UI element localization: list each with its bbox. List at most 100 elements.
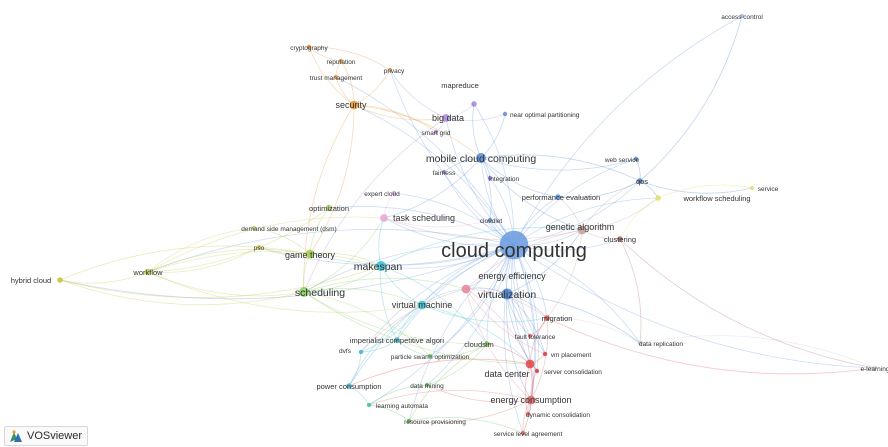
node-label-reputation[interactable]: reputation — [327, 59, 356, 66]
node-label-workflow-scheduling[interactable]: workflow scheduling — [682, 194, 750, 203]
node-label-data-mining[interactable]: data mining — [410, 383, 444, 390]
node-label-imperialist-competitive-algorithm[interactable]: imperialist competitive algori — [350, 336, 445, 345]
node-hybrid-cloud[interactable] — [57, 277, 63, 283]
node-service-level-agreement[interactable] — [520, 430, 526, 436]
node-label-smart-grid[interactable]: smart grid — [422, 130, 451, 137]
node-learning-automata[interactable] — [366, 402, 372, 408]
node-label-genetic-algorithm[interactable]: genetic algorithm — [546, 222, 615, 232]
node-makespan[interactable] — [376, 261, 386, 271]
node-integration[interactable] — [487, 175, 493, 181]
node-service[interactable] — [749, 185, 755, 191]
node-label-fault-tolerance[interactable]: fault tolerance — [515, 334, 556, 341]
node-clustering[interactable] — [617, 236, 623, 242]
node-access-control[interactable] — [740, 14, 744, 18]
node-performance-evaluation[interactable] — [555, 194, 561, 200]
node-label-cryptography[interactable]: cryptography — [290, 45, 328, 52]
node-label-virtual-machine[interactable]: virtual machine — [392, 300, 453, 310]
node-particle-swarm-optimization[interactable] — [427, 353, 433, 359]
node-label-security[interactable]: security — [335, 100, 367, 110]
node-label-privacy[interactable]: privacy — [384, 68, 405, 75]
node-label-cloudlet[interactable]: cloudlet — [480, 218, 503, 225]
node-vm-placement[interactable] — [542, 351, 548, 357]
node-workflow[interactable] — [144, 268, 152, 276]
node-label-scheduling[interactable]: scheduling — [295, 287, 345, 299]
vosviewer-logo[interactable]: VOSviewer — [4, 426, 89, 446]
node-qos[interactable] — [637, 178, 643, 184]
node-pso[interactable] — [256, 244, 262, 250]
node-near-optimal-partitioning[interactable] — [502, 111, 508, 117]
node-label-dvfs[interactable]: dvfs — [339, 348, 352, 355]
node-task-scheduling[interactable] — [380, 214, 388, 222]
node-label-cloudsim[interactable]: cloudsim — [464, 340, 494, 349]
node-cloudsim[interactable] — [484, 341, 490, 347]
node-label-migration[interactable]: migration — [542, 314, 573, 323]
node-label-integration[interactable]: integration — [489, 176, 520, 183]
node-label-mobile-cloud-computing[interactable]: mobile cloud computing — [426, 153, 536, 165]
node-label-qos[interactable]: qos — [636, 177, 648, 186]
node-expert-cloud[interactable] — [391, 190, 397, 196]
node-energy-efficiency[interactable] — [461, 284, 471, 294]
node-energy-consumption[interactable] — [526, 395, 536, 405]
node-data-center[interactable] — [525, 359, 535, 369]
node-label-fairness[interactable]: fairness — [433, 170, 457, 177]
node-scheduling[interactable] — [299, 287, 309, 297]
node-label-cloud-computing[interactable]: cloud computing — [441, 240, 587, 262]
node-e-learning[interactable] — [873, 366, 877, 370]
node-demand-side-management[interactable] — [251, 225, 257, 231]
node-trust-management[interactable] — [333, 74, 339, 80]
node-label-resource-provisioning[interactable]: resource provisioning — [404, 419, 466, 426]
node-cloudlet[interactable] — [487, 217, 493, 223]
node-imperialist-competitive-algorithm[interactable] — [394, 337, 400, 343]
node-optimization[interactable] — [325, 204, 333, 212]
node-dvfs[interactable] — [358, 349, 364, 355]
node-label-mapreduce[interactable]: mapreduce — [441, 81, 479, 90]
node-label-hybrid-cloud[interactable]: hybrid cloud — [11, 276, 51, 285]
node-label-demand-side-management[interactable]: demand side management (dsm) — [241, 226, 336, 233]
node-cryptography[interactable] — [306, 44, 312, 50]
node-label-power-consumption[interactable]: power consumption — [316, 382, 381, 391]
node-mobile-cloud-computing[interactable] — [476, 153, 486, 163]
node-data-mining[interactable] — [424, 382, 430, 388]
node-smart-grid[interactable] — [433, 129, 439, 135]
node-label-makespan[interactable]: makespan — [354, 261, 403, 273]
node-virtual-machine[interactable] — [417, 300, 427, 310]
node-label-service[interactable]: service — [758, 186, 779, 193]
node-label-performance-evaluation[interactable]: performance evaluation — [522, 193, 600, 202]
node-fault-tolerance[interactable] — [527, 333, 533, 339]
node-server-consolidation[interactable] — [534, 368, 540, 374]
node-label-server-consolidation[interactable]: server consolidation — [544, 369, 602, 376]
node-label-big-data[interactable]: big data — [432, 113, 464, 123]
node-mapreduce[interactable] — [471, 101, 477, 107]
node-label-data-center[interactable]: data center — [484, 369, 529, 379]
node-label-virtualization[interactable]: virtualization — [478, 289, 537, 301]
node-label-optimization[interactable]: optimization — [309, 204, 349, 213]
node-fairness[interactable] — [441, 169, 447, 175]
node-web-service[interactable] — [633, 156, 639, 162]
node-label-dynamic-consolidation[interactable]: dynamic consolidation — [526, 412, 590, 419]
node-big-data[interactable] — [442, 114, 450, 122]
node-dynamic-consolidation[interactable] — [525, 411, 531, 417]
node-resource-provisioning[interactable] — [406, 418, 412, 424]
node-label-web-service[interactable]: web service — [604, 157, 640, 164]
node-label-pso[interactable]: pso — [254, 245, 265, 252]
node-genetic-algorithm[interactable] — [577, 225, 587, 235]
node-label-task-scheduling[interactable]: task scheduling — [393, 213, 455, 223]
node-label-data-replication[interactable]: data replication — [639, 341, 683, 348]
node-power-consumption[interactable] — [346, 383, 352, 389]
node-label-learning-automata[interactable]: learning automata — [376, 403, 428, 410]
node-reputation[interactable] — [338, 58, 344, 64]
node-workflow-scheduling[interactable] — [655, 195, 661, 201]
node-label-clustering[interactable]: clustering — [604, 235, 636, 244]
node-data-replication[interactable] — [637, 340, 643, 346]
node-label-near-optimal-partitioning[interactable]: near optimal partitioning — [510, 112, 580, 119]
node-label-game-theory[interactable]: game theory — [285, 250, 336, 260]
node-label-vm-placement[interactable]: vm placement — [551, 352, 592, 359]
node-virtualization[interactable] — [501, 288, 513, 300]
node-label-workflow[interactable]: workflow — [132, 268, 163, 277]
node-label-particle-swarm-optimization[interactable]: particle swarm optimization — [391, 354, 470, 361]
node-game-theory[interactable] — [305, 249, 315, 259]
node-security[interactable] — [349, 100, 359, 110]
node-label-energy-consumption[interactable]: energy consumption — [490, 395, 571, 405]
node-label-energy-efficiency[interactable]: energy efficiency — [478, 271, 546, 281]
